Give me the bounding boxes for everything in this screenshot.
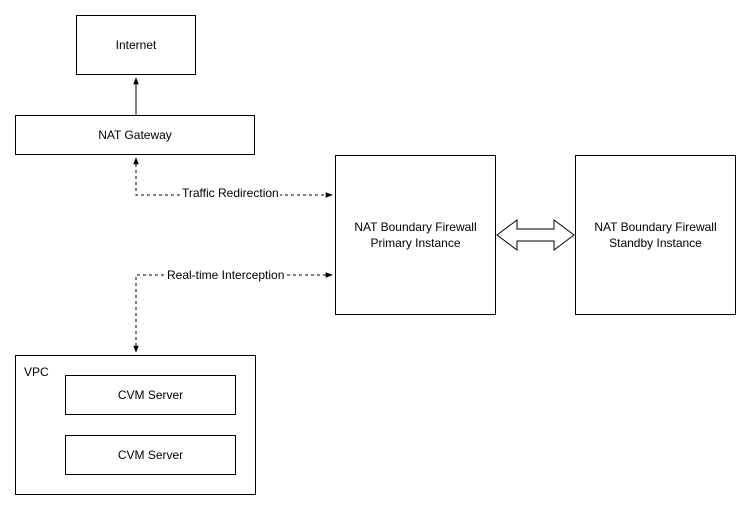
edge-ha-sync-arrow: [496, 219, 575, 251]
edge-label-realtime-interception: Real-time Interception: [166, 268, 286, 282]
node-firewall-primary-label-line2: Primary Instance: [370, 236, 461, 250]
edge-realtime-interception: [133, 272, 333, 353]
edge-label-traffic-redirection: Traffic Redirection: [181, 186, 280, 200]
node-firewall-primary-label-line1: NAT Boundary Firewall: [354, 220, 477, 234]
node-cvm-server-2-label: CVM Server: [117, 448, 184, 462]
node-internet-label: Internet: [115, 38, 157, 52]
node-vpc-label: VPC: [24, 365, 49, 379]
node-nat-gateway-label: NAT Gateway: [98, 128, 172, 142]
node-nat-gateway: NAT Gateway: [15, 115, 255, 155]
node-cvm-server-2: CVM Server: [65, 435, 236, 475]
node-firewall-standby: NAT Boundary Firewall Standby Instance: [575, 155, 736, 315]
node-firewall-primary: NAT Boundary Firewall Primary Instance: [335, 155, 496, 315]
edge-traffic-redirection: [133, 157, 333, 198]
node-cvm-server-1: CVM Server: [65, 375, 236, 415]
node-cvm-server-1-label: CVM Server: [117, 388, 184, 402]
node-firewall-standby-label-line2: Standby Instance: [609, 236, 702, 250]
node-internet: Internet: [76, 15, 196, 75]
node-firewall-standby-label-line1: NAT Boundary Firewall: [594, 220, 717, 234]
